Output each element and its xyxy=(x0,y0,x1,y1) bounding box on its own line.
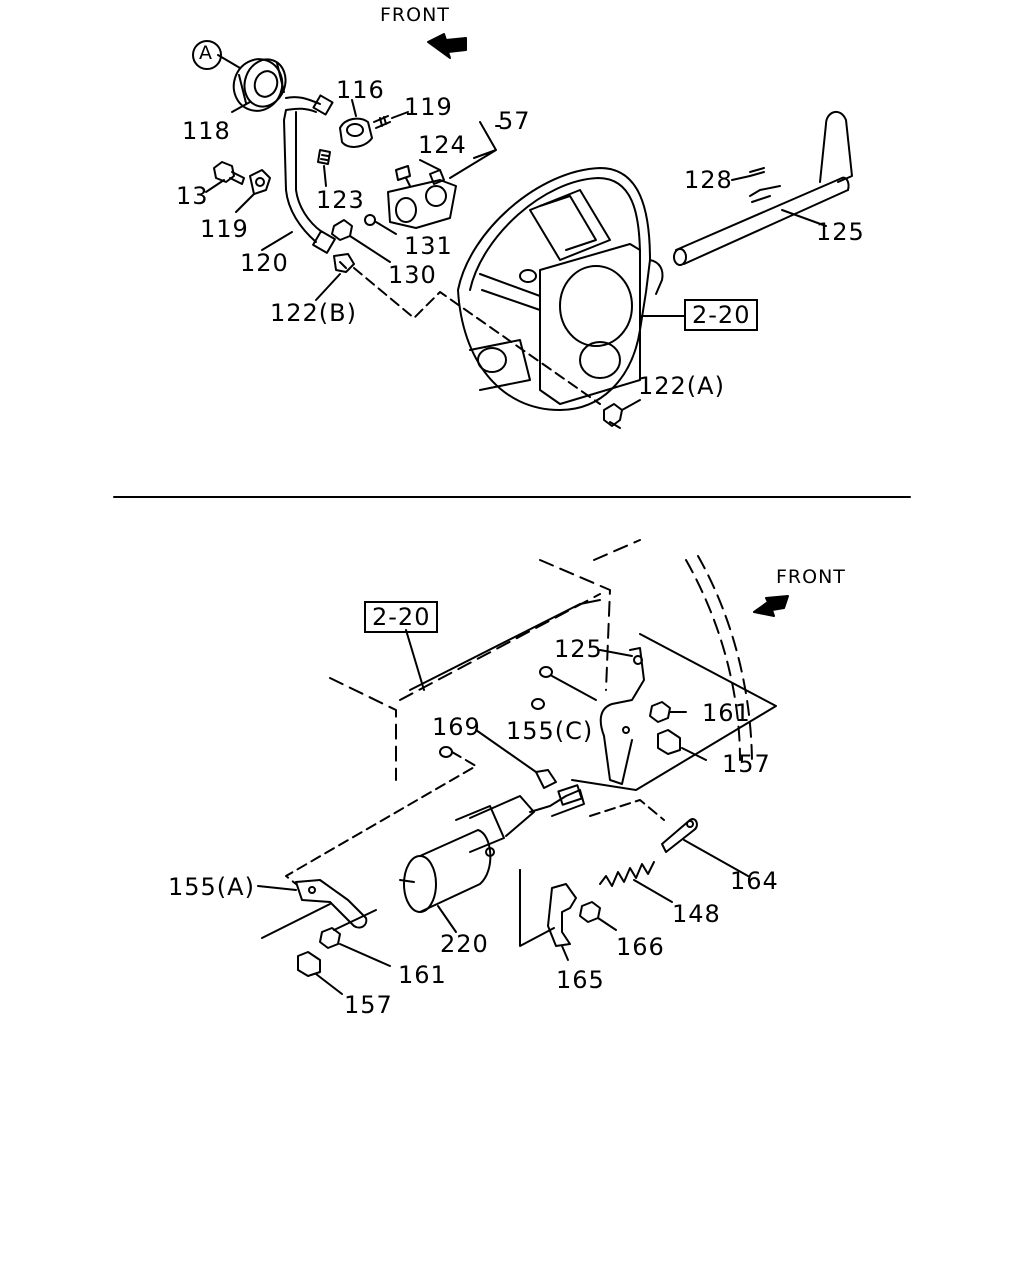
callout-123: 119 xyxy=(200,215,249,243)
callout-119-upper: 119 xyxy=(404,93,453,121)
bolt-157 xyxy=(657,729,681,755)
bolt-157-lower xyxy=(297,951,321,977)
link-164 xyxy=(661,818,698,853)
release-bearing-118 xyxy=(232,58,287,112)
callout-118: 118 xyxy=(182,117,231,145)
callout-13: 13 xyxy=(176,182,209,210)
bracket-125-lower xyxy=(599,647,645,785)
callout-116: 116 xyxy=(336,76,385,104)
callout-161-upper: 161 xyxy=(702,699,751,727)
callout-128: 128 xyxy=(684,166,733,194)
fitting-122b xyxy=(333,253,355,273)
lower-front-label: FRONT xyxy=(776,566,846,588)
lower-front-arrow xyxy=(753,595,789,617)
spring-148 xyxy=(599,861,655,887)
callout-122b: 122(B) xyxy=(270,299,357,327)
upper-front-arrow xyxy=(427,33,467,59)
callout-220: 220 xyxy=(440,930,489,958)
callout-157-upper: 157 xyxy=(722,750,771,778)
bracket-155a xyxy=(295,879,368,929)
callout-130: 130 xyxy=(388,261,437,289)
pin-169 xyxy=(535,769,557,789)
release-shaft-125 xyxy=(673,110,853,266)
callout-57: 57 xyxy=(498,107,531,135)
ref-box-upper: 2-20 xyxy=(684,299,759,331)
nut-161-lower xyxy=(319,927,341,949)
washer-131 xyxy=(364,214,376,226)
nut-155c xyxy=(531,698,545,710)
bolt-122a xyxy=(603,403,623,429)
bolt-130 xyxy=(331,219,353,241)
callout-161-lower: 161 xyxy=(398,961,447,989)
callout-125-lower: 125 xyxy=(554,635,603,663)
callout-157-lower: 157 xyxy=(344,991,393,1019)
bracket-116 xyxy=(339,117,373,148)
upper-front-label: FRONT xyxy=(380,4,450,26)
air-cylinder-220 xyxy=(399,784,585,913)
clutch-housing xyxy=(457,167,664,411)
callout-125-upper: 125 xyxy=(816,218,865,246)
nut-upper xyxy=(539,666,553,678)
callout-155a: 155(A) xyxy=(168,873,255,901)
callout-124: 124 xyxy=(418,131,467,159)
bolt-13 xyxy=(213,161,245,185)
callout-164: 164 xyxy=(730,867,779,895)
callout-165: 165 xyxy=(556,966,605,994)
callout-122a: 122(A) xyxy=(638,372,725,400)
hose-120 xyxy=(283,96,323,243)
circle-marker: A xyxy=(192,40,222,70)
circle-marker-label: A xyxy=(199,42,213,64)
callout-148: 148 xyxy=(672,900,721,928)
callout-119-lower: 123 xyxy=(316,186,365,214)
callout-166: 166 xyxy=(616,933,665,961)
ref-box-lower: 2-20 xyxy=(364,601,439,633)
callout-169: 169 xyxy=(432,713,481,741)
nut-161 xyxy=(649,701,671,723)
nut-166 xyxy=(579,901,601,923)
bracket-57 xyxy=(387,165,457,229)
callout-131: 131 xyxy=(404,232,453,260)
callout-120: 120 xyxy=(240,249,289,277)
clip-123 xyxy=(249,169,271,195)
bracket-165 xyxy=(547,883,577,947)
callout-155c: 155(C) xyxy=(506,717,594,745)
